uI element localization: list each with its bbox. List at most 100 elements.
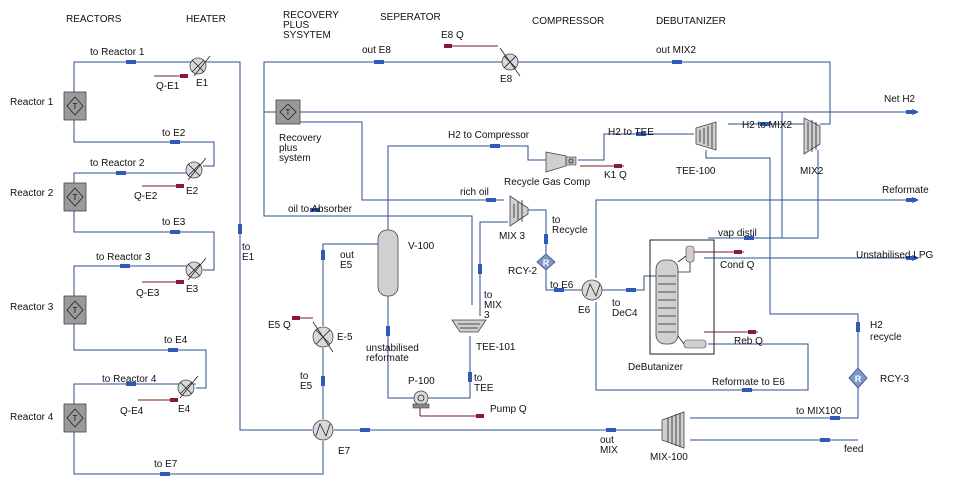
- cooler-e5[interactable]: [312, 321, 334, 353]
- label-reactor-4: Reactor 4: [10, 412, 54, 423]
- label-rcy2: RCY-2: [508, 266, 538, 277]
- label-to-reactor2: to Reactor 2: [90, 158, 145, 169]
- svg-text:T: T: [73, 102, 78, 111]
- label-h2-to-mix2: H2 to MIX2: [742, 120, 792, 131]
- label-e5q: E5 Q: [268, 320, 291, 331]
- debutanizer-column[interactable]: [649, 239, 715, 355]
- reactor-4[interactable]: T: [63, 403, 87, 433]
- svg-text:R: R: [855, 374, 862, 384]
- mixer-mix100[interactable]: [661, 411, 685, 449]
- label-e1: E1: [196, 78, 209, 89]
- reactor-3[interactable]: T: [63, 295, 87, 325]
- label-reactor-1: Reactor 1: [10, 97, 54, 108]
- label-oil-to-absorber: oil to Absorber: [288, 204, 353, 215]
- recycle-rcy3[interactable]: R: [848, 367, 868, 389]
- tee-101[interactable]: [451, 319, 487, 333]
- label-to-dec4-line1: to: [612, 298, 621, 309]
- label-h2-recycle-line2: recycle: [870, 332, 902, 343]
- label-e6: E6: [578, 305, 591, 316]
- flow-markers: [116, 60, 916, 476]
- label-debutanizer: DeButanizer: [628, 362, 684, 373]
- svg-text:T: T: [73, 414, 78, 423]
- label-to-tee-line1: to: [474, 373, 483, 384]
- header-heater: HEATER: [186, 14, 226, 25]
- label-h2-to-tee: H2 to TEE: [608, 127, 654, 138]
- pump-p100[interactable]: [412, 390, 430, 409]
- cooler-e8[interactable]: [499, 47, 521, 77]
- recycle-gas-compressor[interactable]: [545, 151, 577, 173]
- label-net-h2: Net H2: [884, 94, 916, 105]
- reactor-1[interactable]: T: [63, 91, 87, 121]
- section-headers: REACTORS HEATER RECOVERY PLUS SYSYTEM SE…: [66, 10, 726, 41]
- heater-e3[interactable]: [185, 257, 207, 281]
- svg-text:T: T: [73, 193, 78, 202]
- label-reformate: Reformate: [882, 185, 929, 196]
- svg-text:T: T: [73, 306, 78, 315]
- label-p100: P-100: [408, 376, 435, 387]
- label-e2: E2: [186, 186, 199, 197]
- label-pumpq: Pump Q: [490, 404, 527, 415]
- mixer-mix3[interactable]: [509, 195, 529, 227]
- label-unstabilised-reformate-line2: reformate: [366, 353, 409, 364]
- tee-100[interactable]: [695, 121, 717, 151]
- label-to-mix100: to MIX100: [796, 406, 842, 417]
- header-debutanizer: DEBUTANIZER: [656, 16, 726, 27]
- label-to-recycle-line1: to: [552, 215, 561, 226]
- label-to-e5-line2: E5: [300, 381, 313, 392]
- label-e5: E-5: [337, 332, 353, 343]
- label-recovery-line2: plus: [279, 143, 297, 154]
- label-h2-to-compressor: H2 to Compressor: [448, 130, 530, 141]
- exchanger-e7[interactable]: [312, 419, 334, 441]
- label-vap-distil: vap distil: [718, 228, 757, 239]
- label-rich-oil: rich oil: [460, 187, 489, 198]
- label-e4: E4: [178, 404, 191, 415]
- label-mix3: MIX 3: [499, 231, 526, 242]
- recovery-plus-system[interactable]: T: [275, 99, 301, 125]
- label-to-mix3-line2: MIX: [484, 300, 502, 311]
- separator-v100[interactable]: [377, 229, 399, 297]
- mixer-mix2[interactable]: [803, 117, 821, 155]
- label-out-mix2: out MIX2: [656, 45, 696, 56]
- label-e8q: E8 Q: [441, 30, 464, 41]
- label-qe2: Q-E2: [134, 191, 158, 202]
- reactor-2[interactable]: T: [63, 182, 87, 212]
- label-unstabilised-reformate-line1: unstabilised: [366, 343, 419, 354]
- svg-text:R: R: [543, 258, 550, 268]
- label-reformate-to-e6: Reformate to E6: [712, 377, 785, 388]
- label-to-e6: to E6: [550, 280, 574, 291]
- energy-labels: Q-E1 Q-E2 Q-E3 Q-E4 E5 Q E8 Q K1 Q Pump …: [120, 30, 763, 417]
- label-to-e4: to E4: [164, 335, 188, 346]
- label-out-e5-line2: E5: [340, 260, 353, 271]
- label-qe4: Q-E4: [120, 406, 144, 417]
- header-recovery-line2: PLUS: [283, 20, 309, 31]
- label-out-mix-line2: MIX: [600, 445, 618, 456]
- label-condq: Cond Q: [720, 260, 755, 271]
- label-to-mix3-line3: 3: [484, 310, 490, 321]
- label-out-e5-line1: out: [340, 250, 354, 261]
- label-qe3: Q-E3: [136, 288, 160, 299]
- label-rebq: Reb Q: [734, 336, 763, 347]
- heater-e2[interactable]: [185, 157, 207, 181]
- label-to-reactor3: to Reactor 3: [96, 252, 151, 263]
- label-out-mix-line1: out: [600, 435, 614, 446]
- label-rcy3: RCY-3: [880, 374, 910, 385]
- label-to-e7: to E7: [154, 459, 178, 470]
- label-k1q: K1 Q: [604, 170, 627, 181]
- label-to-e5-line1: to: [300, 371, 309, 382]
- heater-e4[interactable]: [177, 375, 199, 399]
- heater-e1[interactable]: [189, 55, 211, 77]
- label-to-reactor4: to Reactor 4: [102, 374, 157, 385]
- label-to-recycle-line2: Recycle: [552, 225, 588, 236]
- exchanger-e6[interactable]: [581, 279, 603, 301]
- recycle-rcy2[interactable]: R: [536, 253, 556, 271]
- label-e3: E3: [186, 284, 199, 295]
- label-e8: E8: [500, 74, 513, 85]
- label-recovery-line1: Recovery: [279, 133, 321, 144]
- energy-streams: [138, 44, 758, 418]
- label-tee100: TEE-100: [676, 166, 716, 177]
- label-to-reactor1: to Reactor 1: [90, 47, 145, 58]
- header-recovery-line1: RECOVERY: [283, 10, 339, 21]
- label-feed: feed: [844, 444, 863, 455]
- label-tee101: TEE-101: [476, 342, 516, 353]
- header-reactors: REACTORS: [66, 14, 122, 25]
